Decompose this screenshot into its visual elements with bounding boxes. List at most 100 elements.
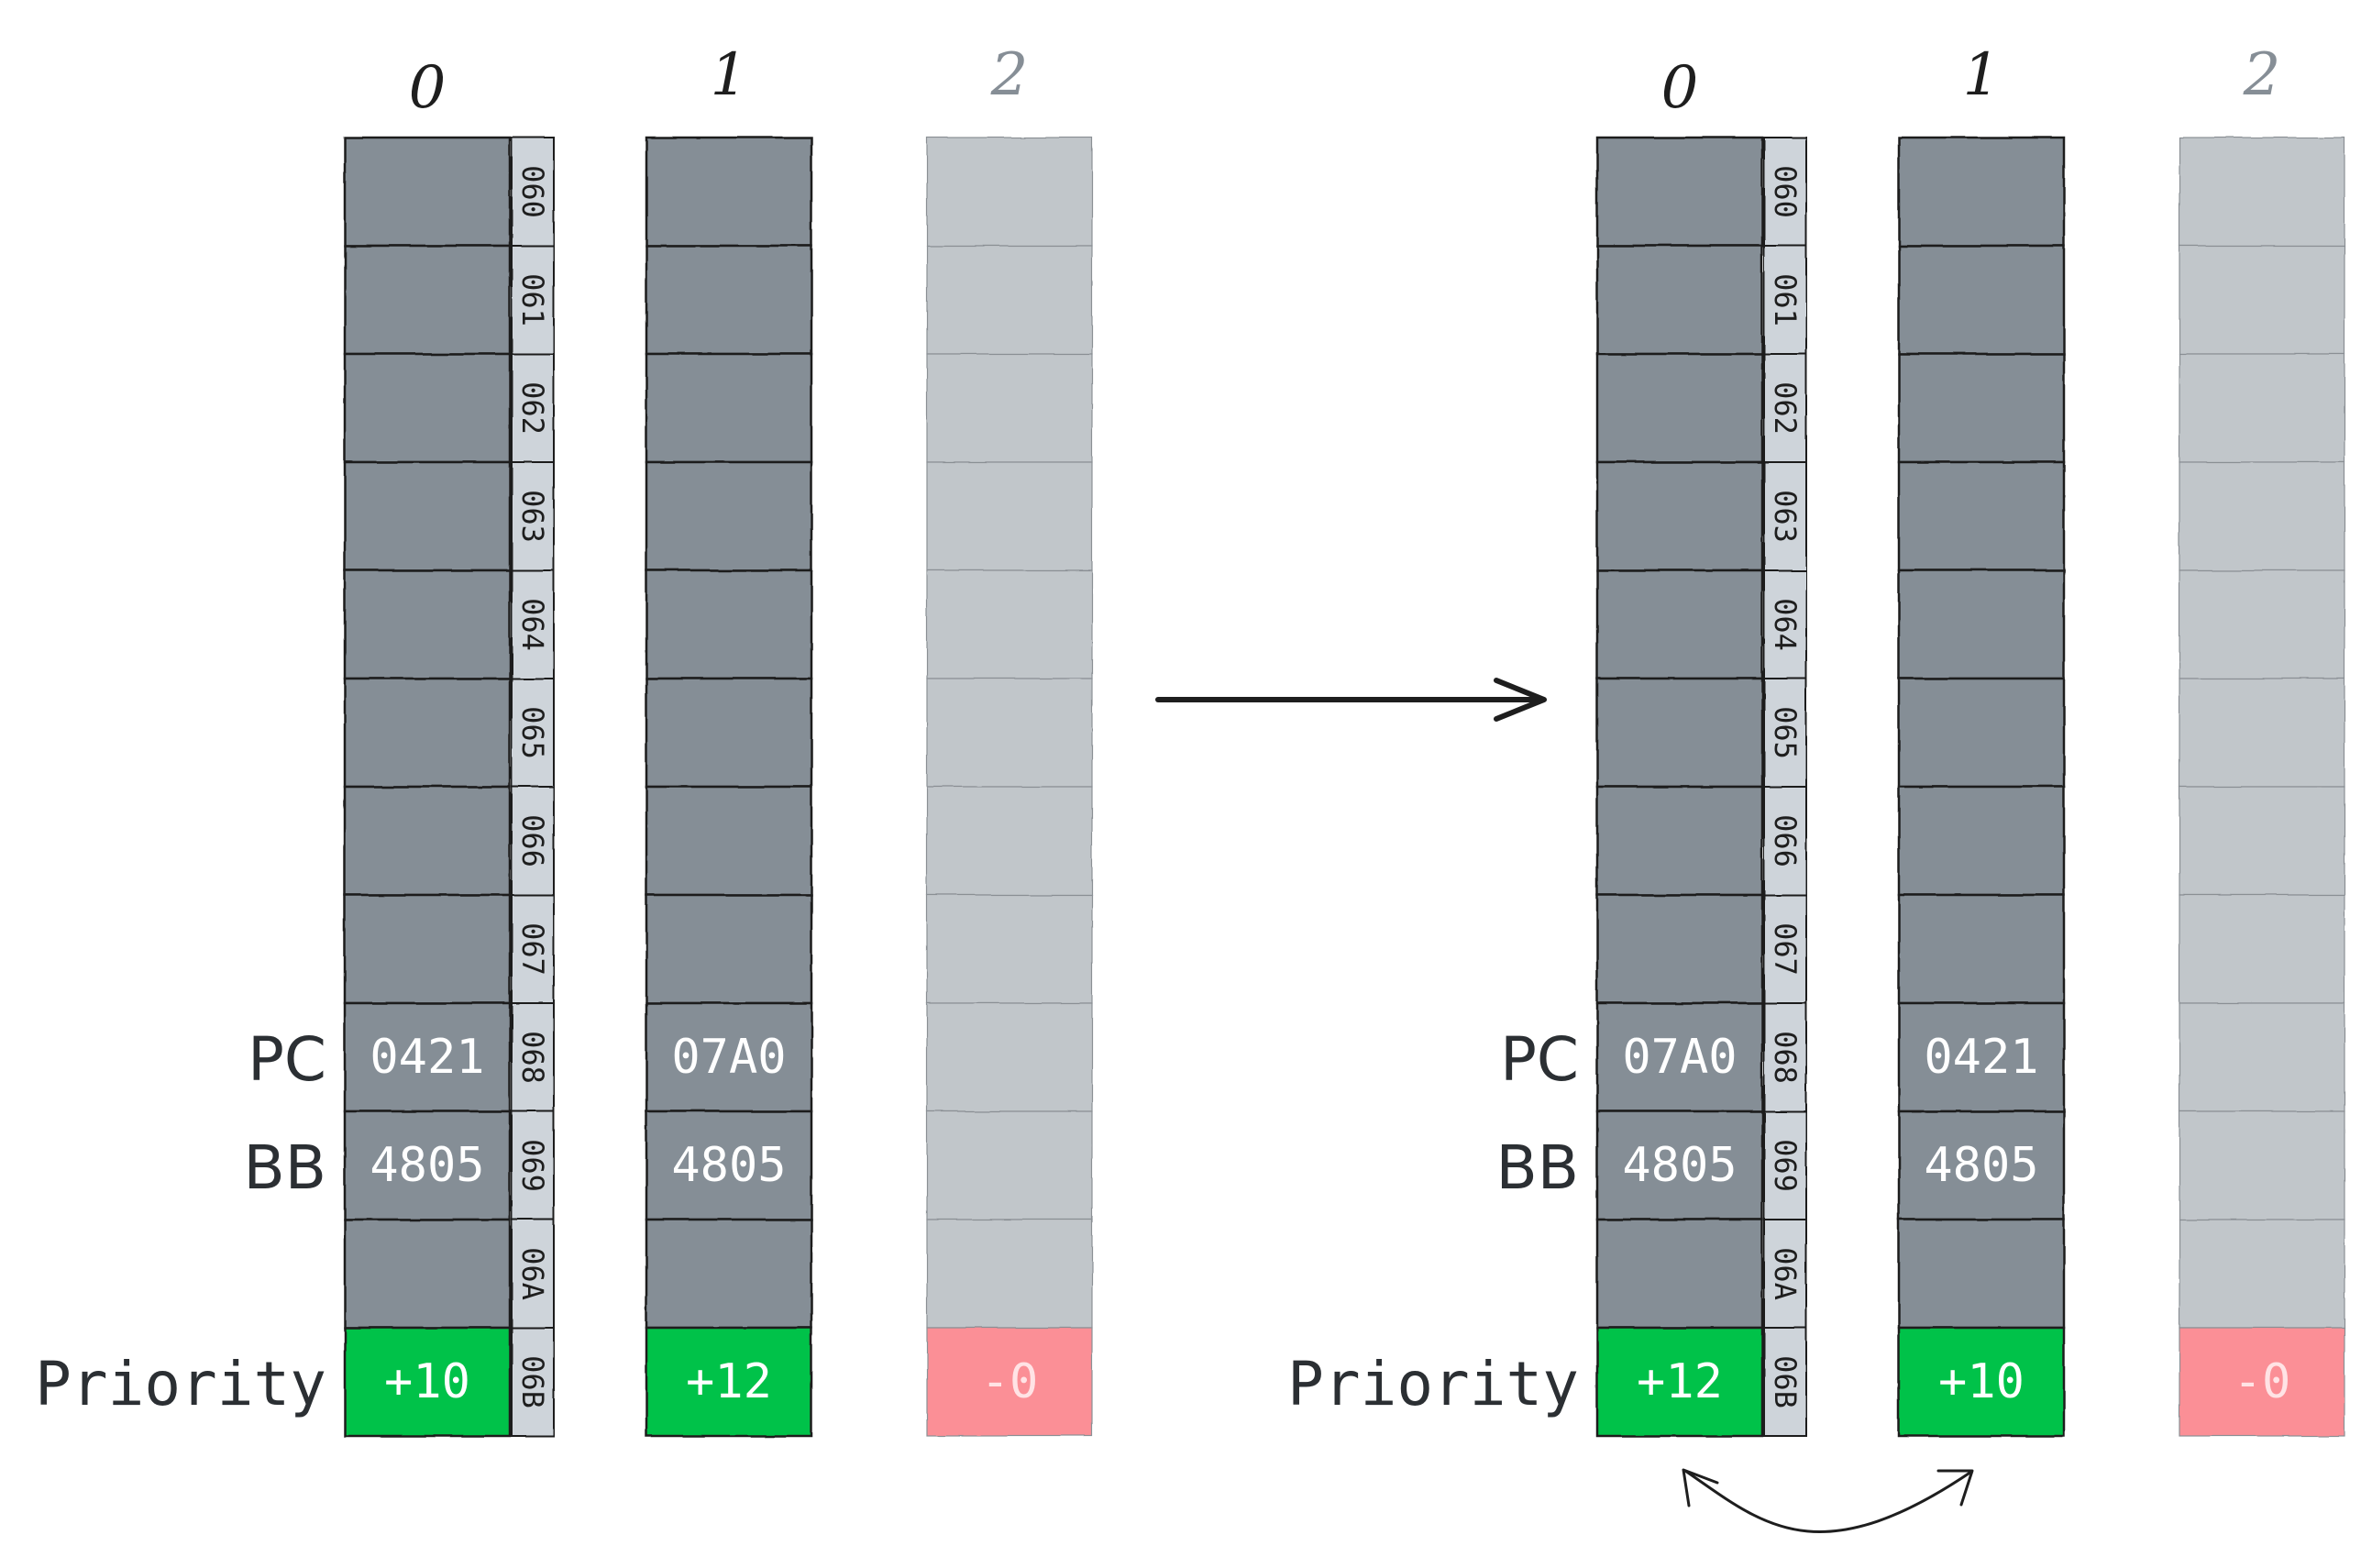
register-cell — [2179, 137, 2345, 247]
address-label: 061 — [515, 273, 550, 326]
address-cell — [511, 137, 555, 247]
address-cell — [511, 569, 555, 679]
column-index-label: 2 — [990, 41, 1029, 109]
priority-cell — [1595, 1326, 1764, 1438]
address-label: 06B — [1768, 1355, 1803, 1408]
register-cell — [2179, 678, 2345, 788]
register-cell — [1897, 352, 2066, 464]
bb-value: 4805 — [370, 1138, 484, 1193]
address-cell — [511, 353, 555, 463]
register-cell — [2179, 1219, 2345, 1329]
register-cell — [1595, 1110, 1764, 1221]
register-cell — [926, 678, 1093, 788]
address-cell — [1763, 569, 1807, 679]
column-index-label: 2 — [2243, 41, 2281, 109]
register-cell — [343, 677, 512, 789]
address-label: 061 — [1768, 273, 1803, 326]
priority-label: Priority — [35, 1349, 326, 1419]
register-cell — [1897, 1110, 2066, 1221]
address-label: 068 — [515, 1031, 550, 1084]
register-cell — [926, 461, 1093, 571]
register-cell — [1897, 569, 2066, 680]
register-cell — [1897, 244, 2066, 356]
address-cell — [511, 1002, 555, 1112]
register-cell — [645, 136, 813, 248]
bb-value: 4805 — [671, 1138, 786, 1193]
register-cell — [1595, 677, 1764, 789]
address-label: 069 — [1768, 1139, 1803, 1192]
register-cell — [1897, 677, 2066, 789]
bb-value: 4805 — [1924, 1138, 2038, 1193]
bb-label: BB — [1495, 1132, 1579, 1203]
address-label: 062 — [1768, 381, 1803, 435]
address-label: 064 — [515, 598, 550, 651]
register-cell — [343, 1110, 512, 1221]
address-label: 067 — [515, 922, 550, 976]
bb-value: 4805 — [1622, 1138, 1737, 1193]
address-cell — [1763, 137, 1807, 247]
address-label: 062 — [515, 381, 550, 435]
address-label: 069 — [515, 1139, 550, 1192]
register-cell — [2179, 1110, 2345, 1220]
register-cell — [1897, 1218, 2066, 1330]
address-label: 060 — [515, 165, 550, 218]
address-cell — [1763, 1110, 1807, 1220]
address-label: 06A — [1768, 1247, 1803, 1300]
register-cell — [1595, 569, 1764, 680]
address-label: 060 — [1768, 165, 1803, 218]
priority-value: -0 — [981, 1354, 1039, 1409]
register-panels: PCBBPriority004214805+10107A04805+122-00… — [35, 41, 2345, 1438]
address-label: 064 — [1768, 598, 1803, 651]
pc-value: 0421 — [1924, 1030, 2038, 1085]
pc-value: 07A0 — [671, 1030, 786, 1085]
address-label: 066 — [1768, 814, 1803, 867]
column-index-label: 1 — [1963, 41, 2001, 109]
priority-value: +10 — [384, 1354, 470, 1409]
register-cell — [1595, 460, 1764, 572]
register-cell — [1595, 136, 1764, 248]
register-cell — [645, 352, 813, 464]
register-cell — [645, 1001, 813, 1113]
column-index-label: 0 — [1661, 54, 1699, 122]
register-cell — [926, 1219, 1093, 1329]
address-cell — [1763, 461, 1807, 571]
register-cell — [2179, 786, 2345, 896]
address-label: 065 — [515, 706, 550, 759]
register-cell — [926, 137, 1093, 247]
register-cell — [343, 136, 512, 248]
register-cell — [1897, 893, 2066, 1005]
address-label: 067 — [1768, 922, 1803, 976]
priority-cell — [645, 1326, 813, 1438]
register-cell — [1595, 1001, 1764, 1113]
pc-label: PC — [248, 1024, 326, 1095]
register-cell — [1897, 136, 2066, 248]
address-cell — [1763, 353, 1807, 463]
register-cell — [1897, 1001, 2066, 1113]
register-cell — [926, 1002, 1093, 1112]
register-cell — [926, 245, 1093, 355]
address-label: 066 — [515, 814, 550, 867]
register-cell — [926, 353, 1093, 463]
register-cell — [926, 894, 1093, 1004]
register-cell — [1897, 460, 2066, 572]
register-cell — [926, 786, 1093, 896]
register-cell — [2179, 569, 2345, 679]
register-cell — [1897, 785, 2066, 897]
priority-value: +12 — [1637, 1354, 1723, 1409]
priority-cell — [2179, 1327, 2345, 1437]
register-cell — [926, 1110, 1093, 1220]
priority-cell — [1897, 1326, 2066, 1438]
bb-label: BB — [243, 1132, 326, 1203]
priority-cell — [926, 1327, 1093, 1437]
register-cell — [1595, 893, 1764, 1005]
column-2: 2-0 — [2179, 41, 2345, 1437]
register-cell — [343, 785, 512, 897]
address-cell — [511, 1327, 555, 1437]
